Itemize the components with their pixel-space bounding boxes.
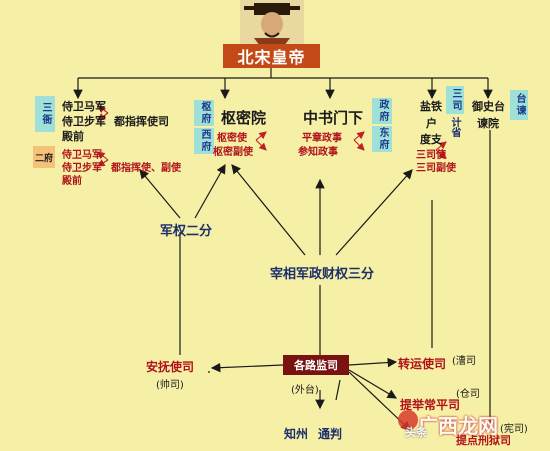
yushi-line-1: 谏院 [477, 117, 499, 130]
junquan-label: 军权二分 [160, 224, 213, 239]
anfu-label: 安抚使司 [146, 360, 195, 374]
zhongshu-title: 中书门下 [303, 109, 364, 127]
red-titles-label: 都指挥使、副使 [111, 163, 181, 174]
tixing-label: 提点刑狱司 [456, 434, 511, 447]
shumi-side-bottom: 西府 [194, 128, 214, 154]
sansi-side2: 计省 [449, 117, 460, 137]
left-line-0: 侍卫马军 [62, 100, 106, 113]
sansi-item-1: 户 [426, 117, 437, 130]
sansi-official-0: 三司使 [416, 150, 446, 161]
yushi-line-0: 御史台 [472, 100, 505, 113]
tixing-note: (宪司) [500, 424, 528, 435]
zhongshu-side-top: 政府 [372, 98, 392, 124]
left-red-line-1: 侍卫步军 [62, 163, 102, 174]
emperor-box: 北宋皇帝 [223, 44, 320, 68]
main-center-label: 宰相军政财权三分 [270, 267, 375, 282]
watermark-logo-icon [398, 410, 418, 430]
watermark-sub: 头条 [405, 426, 427, 439]
zhihui-label: 都指挥使司 [114, 115, 169, 128]
yushi-side: 台谏 [510, 90, 528, 120]
erfu-label: 二府 [33, 146, 55, 168]
emperor-portrait-icon [240, 0, 304, 46]
shumi-official-1: 枢密副使 [213, 147, 253, 158]
tongpan-label: 通判 [318, 427, 343, 441]
sansi-item-0: 盐铁 [420, 100, 442, 113]
anfu-sub: (帅司) [156, 380, 184, 391]
left-line-2: 殿前 [62, 130, 84, 143]
zhizhou-label: 知州 [284, 427, 309, 441]
sansi-item-2: 度支 [420, 133, 442, 146]
sansi-side: 三司 [446, 86, 464, 114]
zhuanyun-note: (漕司 [452, 356, 476, 367]
shumi-official-0: 枢密使 [217, 133, 247, 144]
shumi-title: 枢密院 [221, 109, 267, 127]
tiju-note: (仓司 [456, 389, 480, 400]
sanya-label: 三衙 [35, 96, 55, 132]
tiju-label: 提举常平司 [400, 398, 461, 412]
jianqi-box: 各路监司 [283, 355, 349, 375]
zhongshu-official-0: 平章政事 [302, 133, 342, 144]
zhongshu-side-bottom: 东府 [372, 126, 392, 152]
zhuanyun-label: 转运使司 [398, 357, 447, 371]
waitai-label: (外台) [291, 385, 319, 396]
left-red-line-0: 侍卫马军 [62, 150, 102, 161]
sansi-official-1: 三司副使 [416, 163, 456, 174]
zhongshu-official-1: 参知政事 [298, 147, 338, 158]
left-line-1: 侍卫步军 [62, 115, 106, 128]
watermark-brand: 广西龙网 [418, 414, 498, 438]
left-red-line-2: 殿前 [62, 176, 82, 187]
shumi-side-top: 枢府 [194, 100, 214, 126]
